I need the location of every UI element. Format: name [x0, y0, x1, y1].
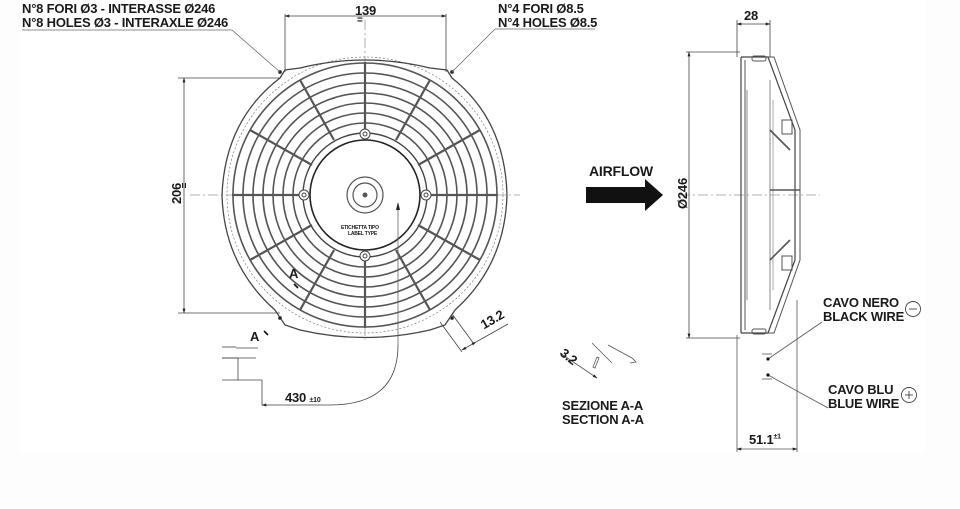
section-marker-a-upper: A	[289, 266, 299, 281]
dim-width-139: 139	[355, 3, 377, 18]
blue-wire-label-it: CAVO BLU	[828, 382, 894, 397]
black-wire-label-en: BLACK WIRE	[823, 309, 905, 324]
dim-13-2-lines	[439, 313, 509, 353]
symmetry-mark-top: =	[357, 15, 363, 26]
section-marker-a-lower: A	[250, 329, 260, 344]
dim-wire-length-tolerance: ±10	[309, 397, 321, 404]
blue-wire-label-en: BLUE WIRE	[828, 396, 900, 411]
dim-depth-28: 28	[744, 8, 759, 23]
black-wire-label-it: CAVO NERO	[823, 295, 899, 310]
wire-leaders	[736, 300, 829, 452]
dim-wire-offset-value: 51.1	[749, 432, 774, 447]
dim-diameter-246: Ø246	[675, 177, 691, 210]
minus-circle-icon	[905, 301, 921, 317]
arrow-right-icon	[586, 179, 663, 211]
dim-wire-offset-tolerance: ±1	[773, 433, 782, 441]
mount-holes-note-en: N°4 HOLES Ø8.5	[498, 15, 598, 30]
section-a-a-sketch	[559, 342, 637, 379]
section-title-en: SECTION A-A	[562, 412, 644, 427]
dim-139-lines	[284, 14, 447, 72]
holes-note-it: N°8 FORI Ø3 - INTERASSE Ø246	[22, 1, 216, 16]
dim-246-lines	[686, 51, 740, 339]
wire-430-lines	[222, 344, 399, 407]
dim-wire-offset: 51.1±1	[749, 432, 781, 447]
section-title-it: SEZIONE A-A	[562, 398, 644, 413]
section-arrows	[263, 283, 299, 336]
dim-28-lines	[736, 20, 771, 57]
mount-holes-note-it: N°4 FORI Ø8.5	[498, 1, 584, 16]
airflow-label: AIRFLOW	[589, 163, 653, 179]
holes-note-en: N°8 HOLES Ø3 - INTERAXLE Ø246	[22, 15, 229, 30]
symmetry-mark-left: =	[179, 182, 191, 189]
side-view	[680, 55, 820, 335]
dim-wire-length-value: 430	[285, 390, 307, 405]
plus-circle-icon	[901, 387, 917, 403]
leader-lines	[22, 28, 595, 73]
dim-206-lines	[178, 77, 280, 314]
dim-wire-length: 430 ±10	[285, 390, 321, 405]
label-type-en: LABEL TYPE	[348, 231, 378, 237]
label-type-it: ETICHETTA TIPO	[341, 225, 379, 231]
front-view	[190, 20, 520, 345]
